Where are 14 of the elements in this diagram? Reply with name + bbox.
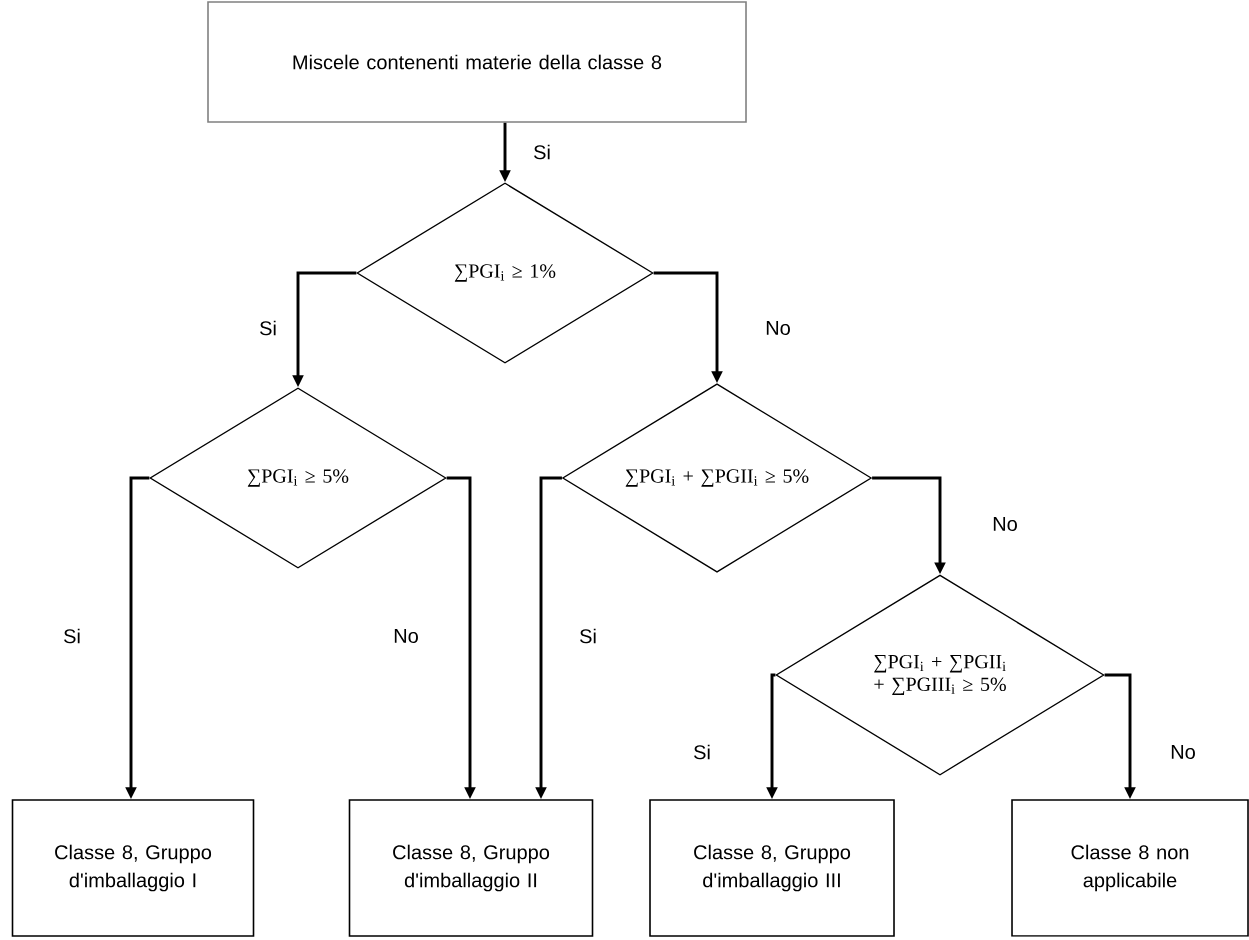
- edge-label: No: [766, 321, 790, 335]
- edge-label: No: [1171, 745, 1195, 759]
- edge-label: Si: [64, 628, 80, 644]
- result-box: Classe 8, Gruppo d'imballaggio I: [11, 799, 255, 937]
- start-box: Miscele contenenti materie della classe 8: [207, 1, 747, 123]
- edge-label: Si: [694, 744, 710, 760]
- result-box: Classe 8, Gruppo d'imballaggio III: [649, 799, 895, 937]
- edge-label: Si: [260, 320, 276, 336]
- result-box: Classe 8 non applicabile: [1011, 799, 1249, 937]
- edge-label: Si: [580, 628, 596, 644]
- edge-label: No: [993, 517, 1017, 531]
- result-box: Classe 8, Gruppo d'imballaggio II: [348, 799, 594, 937]
- edge-label: Si: [534, 144, 550, 160]
- edge-label: No: [394, 629, 418, 643]
